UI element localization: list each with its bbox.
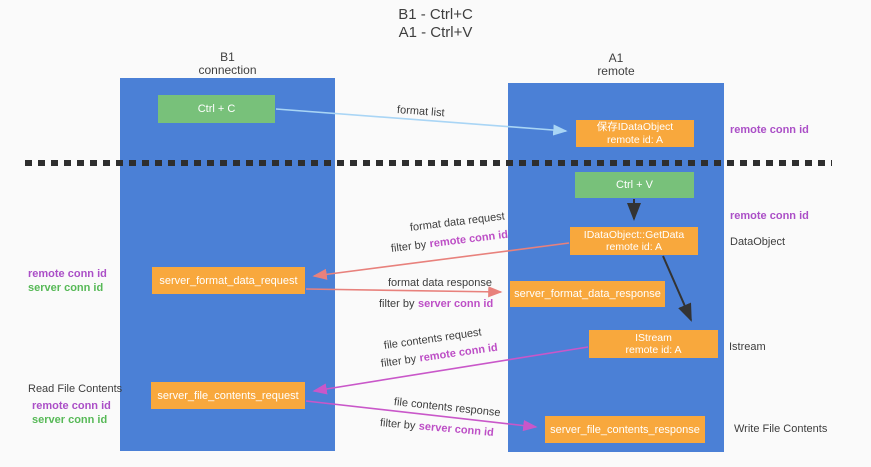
ctrl-v-label: Ctrl + V [616,179,653,191]
title-line-2: A1 - Ctrl+V [398,24,473,41]
format-list-arrow-label: format list [396,104,445,120]
file-contents-response-label: file contents response [393,396,502,420]
ctrl-v-box: Ctrl + V [575,172,694,198]
conn-id-legend-file: remote conn id server conn id [32,400,111,427]
lane-a1-role: remote [597,63,635,78]
remote-conn-id-label-mid-right: remote conn id [730,210,809,222]
filter-by-text-2: filter by [379,298,415,310]
save-idataobject-box: 保存IDataObject remote id: A [576,120,694,147]
ctrl-c-box: Ctrl + C [158,95,275,123]
filter-by-text-4: filter by [379,417,416,433]
getdata-line1: IDataObject::GetData [583,228,685,241]
istream-side-label: Istream [729,341,766,353]
save-idataobject-line1: 保存IDataObject [596,121,674,133]
server-format-data-request-label: server_format_data_request [159,274,298,287]
format-response-arrow [305,286,503,298]
server-file-contents-request-box: server_file_contents_request [151,382,305,409]
istream-line1: IStream [635,331,672,344]
title-line-1: B1 - Ctrl+C [398,6,473,23]
dataobject-label: DataObject [730,236,786,248]
lane-header-b1: B1 connection [120,51,335,76]
dashed-divider [25,160,832,166]
server-conn-id-inline-1: server conn id [417,298,494,310]
server-conn-id-label-left-1: server conn id [28,281,104,294]
istream-line2: remote id: A [625,344,682,356]
server-file-contents-response-label: server_file_contents_response [550,423,700,436]
format-data-response-label: format data response [388,277,492,289]
lane-b1-name: B1 [220,50,235,64]
lane-b1-role: connection [198,62,257,77]
server-conn-id-label-left-2: server conn id [32,413,108,426]
conn-id-legend-format: remote conn id server conn id [28,268,107,295]
server-file-contents-request-label: server_file_contents_request [157,389,299,402]
remote-conn-id-label-left-2: remote conn id [32,400,111,412]
getdata-box: IDataObject::GetData remote id: A [570,227,698,255]
ctrl-c-label: Ctrl + C [197,103,236,115]
diagram-title: B1 - Ctrl+C A1 - Ctrl+V [0,6,871,42]
istream-box: IStream remote id: A [589,330,718,358]
server-format-data-request-box: server_format_data_request [152,267,305,294]
write-file-contents-label: Write File Contents [734,423,828,435]
remote-conn-id-label-top-right: remote conn id [730,124,809,136]
server-conn-id-inline-2: server conn id [418,420,495,439]
getdata-line2: remote id: A [605,241,663,253]
lane-header-a1: A1 remote [508,52,724,77]
lane-a1-name: A1 [608,51,624,65]
read-file-contents-label: Read File Contents [28,383,123,395]
server-file-contents-response-box: server_file_contents_response [545,416,705,443]
server-format-data-response-label: server_format_data_response [514,288,661,300]
remote-conn-id-inline-1: remote conn id [428,228,509,251]
filter-by-text-3: filter by [380,353,417,370]
save-idataobject-line2: remote id: A [606,133,664,146]
server-format-data-response-box: server_format_data_response [510,281,665,307]
remote-conn-id-label-left-1: remote conn id [28,268,107,280]
filter-by-text-1: filter by [390,238,427,255]
